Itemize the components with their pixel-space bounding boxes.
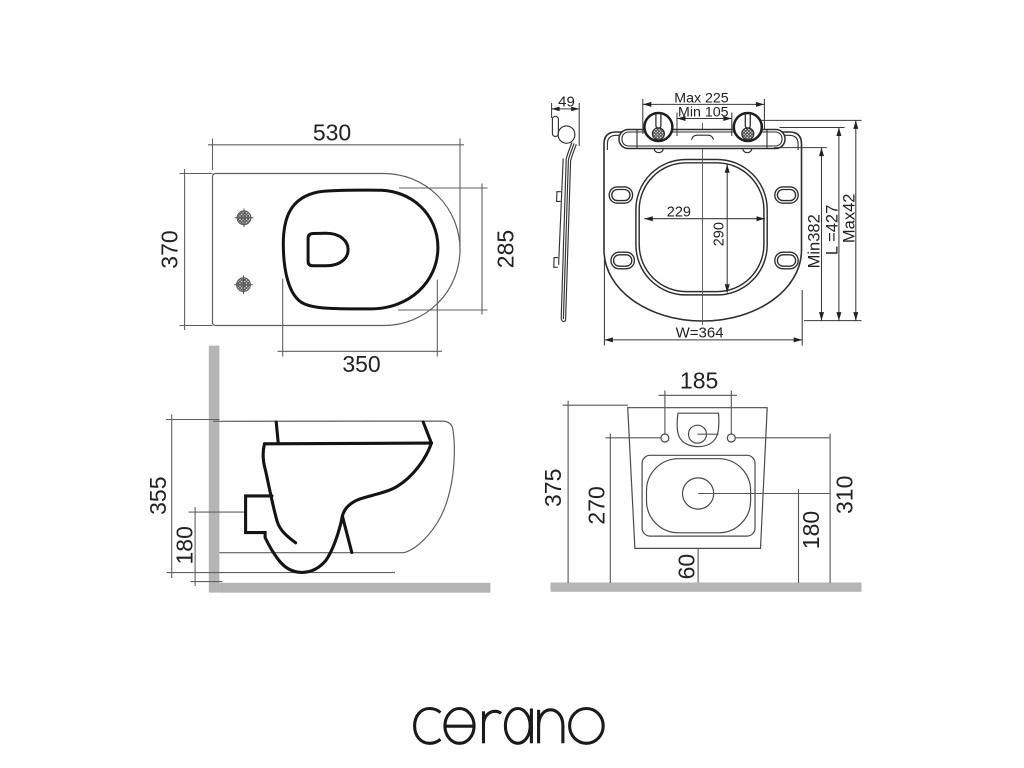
svg-text:Max42: Max42 xyxy=(841,194,859,244)
svg-text:180: 180 xyxy=(798,511,824,549)
svg-text:60: 60 xyxy=(674,554,700,580)
svg-text:290: 290 xyxy=(712,222,728,246)
svg-text:L =427: L =427 xyxy=(824,205,842,255)
svg-text:285: 285 xyxy=(493,230,519,268)
svg-text:Min382: Min382 xyxy=(805,214,823,268)
svg-text:49: 49 xyxy=(558,93,575,110)
svg-text:355: 355 xyxy=(145,477,171,515)
svg-text:Min 105: Min 105 xyxy=(678,105,729,121)
svg-text:530: 530 xyxy=(313,120,351,146)
svg-text:185: 185 xyxy=(680,368,718,394)
svg-text:W=364: W=364 xyxy=(676,324,724,341)
svg-text:229: 229 xyxy=(667,204,691,220)
svg-text:Max 225: Max 225 xyxy=(674,91,729,107)
svg-text:350: 350 xyxy=(342,351,380,377)
svg-text:310: 310 xyxy=(832,476,858,514)
svg-text:370: 370 xyxy=(157,230,183,268)
svg-text:270: 270 xyxy=(584,486,610,524)
svg-text:180: 180 xyxy=(172,526,198,564)
svg-text:375: 375 xyxy=(540,469,566,507)
